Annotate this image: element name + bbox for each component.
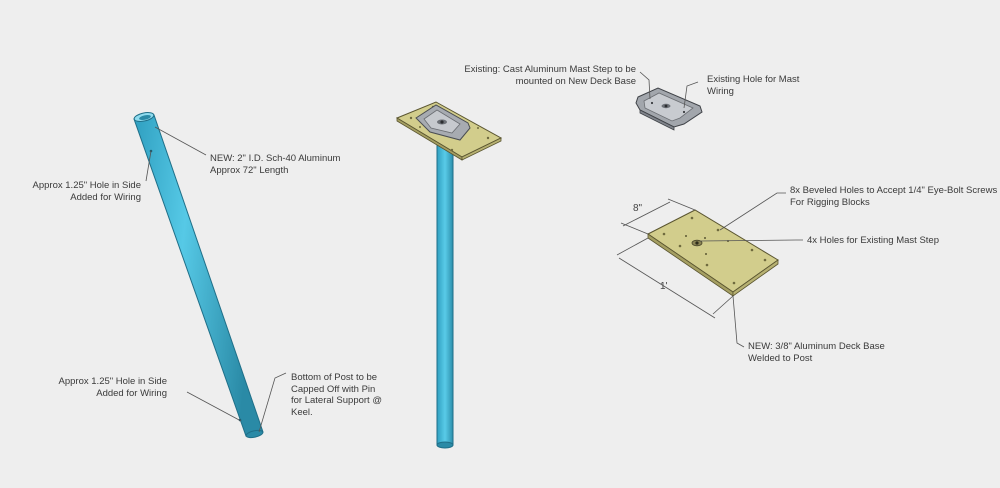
hole-bottom-label: Approx 1.25" Hole in Side Added for Wiri… [50, 376, 167, 399]
dimension-lines [616, 198, 734, 319]
new-tube-label-line-2: Approx 72" Length [210, 164, 289, 176]
existing-wiring-hole [664, 104, 668, 108]
bottom-post-label-line-3: for Lateral Support @ [291, 395, 382, 406]
deck-base-label-line-1: NEW: 3/8" Aluminum Deck Base [748, 341, 885, 352]
deck-base-label-line-2: Welded to Post [748, 352, 813, 364]
new-tube-label: NEW: 2" I.D. Sch-40 Aluminum Approx 72" … [210, 153, 340, 176]
mast-tube-left [133, 112, 264, 439]
dimension-width-label: 8" [633, 203, 643, 214]
deck-plate-middle [395, 101, 503, 161]
mast-step-holes-label-line-1: 4x Holes for Existing Mast Step [807, 235, 939, 246]
existing-step-label-line-2: mounted on New Deck Base [515, 75, 636, 87]
leader-lines [145, 71, 803, 433]
bottom-post-label-line-2: Capped Off with Pin [291, 383, 376, 395]
new-tube-label-line-1: NEW: 2" I.D. Sch-40 Aluminum [210, 153, 341, 164]
dimension-length-label: 1' [660, 281, 668, 292]
existing-step-label-line-1: Existing: Cast Aluminum Mast Step to be [464, 64, 636, 75]
existing-step-label: Existing: Cast Aluminum Mast Step to be … [440, 64, 636, 87]
beveled-holes-label: 8x Beveled Holes to Accept 1/4" Eye-Bolt… [790, 185, 997, 208]
mast-step-holes-label: 4x Holes for Existing Mast Step [807, 235, 939, 247]
existing-hole-label-line-1: Existing Hole for Mast [707, 74, 800, 85]
beveled-holes-label-line-2: For Rigging Blocks [790, 196, 870, 208]
new-deck-base-plate [647, 209, 779, 297]
hole-top-label-line-2: Added for Wiring [70, 191, 141, 203]
hole-bottom-label-line-1: Approx 1.25" Hole in Side [58, 376, 167, 387]
bottom-post-label: Bottom of Post to be Capped Off with Pin… [291, 372, 382, 418]
mast-tube-middle [436, 142, 454, 449]
existing-mast-step [635, 87, 703, 131]
hole-top-label-line-1: Approx 1.25" Hole in Side [32, 180, 141, 191]
deck-base-label: NEW: 3/8" Aluminum Deck Base Welded to P… [748, 341, 885, 364]
beveled-holes-label-line-1: 8x Beveled Holes to Accept 1/4" Eye-Bolt… [790, 185, 998, 196]
hole-top-label: Approx 1.25" Hole in Side Added for Wiri… [10, 180, 141, 203]
existing-hole-label: Existing Hole for Mast Wiring [707, 74, 799, 97]
existing-hole-label-line-2: Wiring [707, 85, 734, 97]
bottom-post-label-line-4: Keel. [291, 406, 313, 418]
hole-bottom-label-line-2: Added for Wiring [96, 387, 167, 399]
eye-bolt-holes [662, 216, 767, 285]
bottom-post-label-line-1: Bottom of Post to be [291, 372, 378, 383]
